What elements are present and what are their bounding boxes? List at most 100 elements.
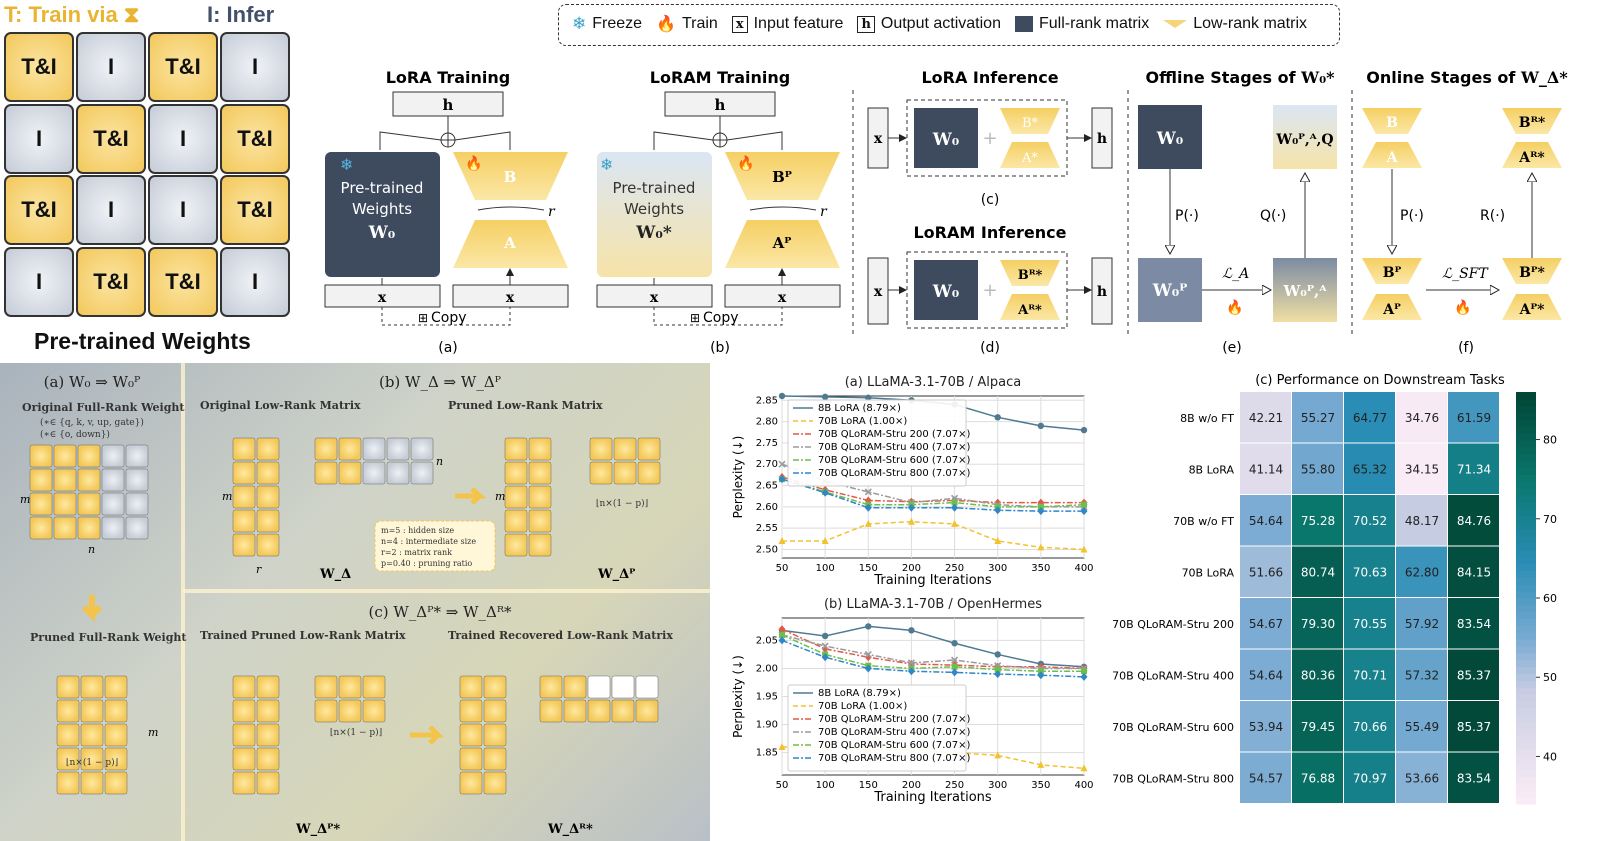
colorbar-segment — [1516, 701, 1536, 709]
y-tick-label: 2.70 — [756, 459, 778, 470]
colorbar-segment — [1516, 556, 1536, 565]
matrix-cell — [587, 699, 611, 723]
heatmap-value: 71.34 — [1457, 462, 1491, 476]
matrix-cell — [362, 437, 386, 461]
data-point — [1080, 545, 1088, 553]
heatmap-cell — [1396, 546, 1447, 597]
heatmap-value: 55.27 — [1301, 411, 1335, 425]
colorbar-segment — [1516, 632, 1536, 640]
copy-label: Copy — [431, 310, 467, 326]
matrix-cell — [611, 675, 635, 699]
data-point — [994, 751, 1002, 759]
svg-text:h: h — [1097, 284, 1107, 300]
colorbar-segment — [1516, 652, 1536, 661]
colorbar-segment — [1516, 515, 1536, 523]
colorbar-segment — [1516, 563, 1536, 572]
colorbar-segment — [1516, 618, 1536, 626]
data-point — [1037, 422, 1045, 430]
colorbar-segment — [1516, 433, 1536, 441]
legend-box — [787, 399, 967, 487]
data-point — [1037, 760, 1045, 768]
matrix-cell — [77, 492, 101, 516]
data-point — [864, 519, 872, 527]
y-tick-label: 1.90 — [756, 720, 778, 731]
data-point — [994, 651, 1001, 658]
svg-text:B: B — [1386, 115, 1398, 131]
data-point — [778, 460, 786, 468]
legend-entry: 8B LoRA (8.79×) — [818, 403, 901, 414]
legend-entry: 70B QLoRAM-Stru 800 (7.07×) — [818, 753, 970, 764]
series-line — [781, 634, 1084, 670]
heatmap-cell — [1396, 495, 1447, 546]
matrix-cell — [125, 444, 149, 468]
heatmap-row-label: 70B LoRA — [1182, 566, 1235, 579]
series-line — [781, 476, 1084, 504]
legend-fullrank: Full-rank matrix — [1038, 15, 1150, 32]
colorbar-segment — [1516, 392, 1536, 400]
colorbar-segment — [1516, 735, 1536, 743]
series-line — [781, 478, 1085, 508]
colorbar-segment — [1516, 673, 1536, 681]
matrix-cell — [504, 533, 528, 557]
grid-cell: T&I — [220, 175, 290, 245]
trained-pruned-title: Trained Pruned Low-Rank Matrix — [200, 629, 406, 642]
matrix-cell — [80, 675, 104, 699]
y-tick-label: 1.85 — [756, 748, 778, 759]
matrix-cell — [410, 437, 434, 461]
colorbar-segment — [1516, 584, 1536, 592]
matrix-cell — [29, 444, 53, 468]
colorbar-segment — [1516, 453, 1536, 462]
snowflake-icon: ❄ — [572, 14, 587, 33]
x-tick-label: 300 — [988, 780, 1007, 791]
data-point — [778, 625, 786, 634]
snowflake-icon: ❄ — [340, 155, 353, 174]
data-point — [1037, 503, 1044, 510]
data-point — [951, 656, 959, 664]
heatmap-cell — [1344, 546, 1395, 597]
heatmap-value: 83.54 — [1457, 771, 1491, 785]
svg-text:ℒ_SFT: ℒ_SFT — [1442, 266, 1489, 282]
heatmap-value: 51.66 — [1249, 565, 1283, 579]
svg-text:⌊n×(1 − p)⌋: ⌊n×(1 − p)⌋ — [66, 757, 118, 768]
heatmap-cell — [1292, 546, 1343, 597]
online-title: Online Stages of W_Δ* — [1366, 68, 1568, 87]
dim-m: m — [20, 493, 30, 506]
data-point — [1037, 543, 1045, 551]
data-point — [865, 623, 872, 630]
svg-text:x: x — [650, 290, 659, 306]
matrix-cell — [256, 533, 280, 557]
matrix-cell — [29, 468, 53, 492]
heatmap-cell — [1240, 598, 1291, 649]
trained-recovered-title: Trained Recovered Low-Rank Matrix — [448, 629, 673, 642]
copy-icon: ⊞ — [418, 311, 428, 325]
heatmap-row-label: 70B QLoRAM-Stru 400 — [1112, 669, 1234, 682]
legend-output: Output activation — [880, 15, 1001, 32]
dim-n: n — [88, 543, 95, 556]
heatmap-value: 70.97 — [1353, 771, 1387, 785]
flame-icon: 🔥 — [465, 155, 482, 172]
grid-cell: I — [76, 32, 146, 102]
series-line — [781, 639, 1085, 678]
matrix-cell — [53, 516, 77, 540]
illust-c-title: (c) W_Δᴾ* ⇒ W_Δᴿ* — [369, 603, 512, 621]
svg-text:x: x — [506, 290, 515, 306]
y-tick-label: 2.80 — [756, 417, 778, 428]
heatmap-value: 64.77 — [1353, 411, 1387, 425]
grid-cell: T&I — [76, 103, 146, 174]
heatmap-cell — [1240, 546, 1291, 597]
heatmap-cell — [1292, 392, 1343, 443]
heatmap-row-label: 70B QLoRAM-Stru 200 — [1112, 618, 1234, 631]
matrix-cell — [539, 675, 563, 699]
matrix-cell — [528, 437, 552, 461]
legend-row: ❄ Freeze 🔥 Train x Input feature h Outpu… — [572, 14, 1307, 34]
matrix-cell — [56, 675, 80, 699]
heatmap-cell — [1240, 649, 1291, 700]
matrix-cell — [256, 675, 280, 699]
data-point — [778, 536, 786, 544]
data-point — [907, 503, 915, 512]
matrix-cell — [637, 437, 661, 461]
svg-text:W₀ᴾ,ᴬ,Q: W₀ᴾ,ᴬ,Q — [1275, 132, 1333, 148]
matrix-cell — [256, 437, 280, 461]
matrix-cell — [232, 771, 256, 795]
